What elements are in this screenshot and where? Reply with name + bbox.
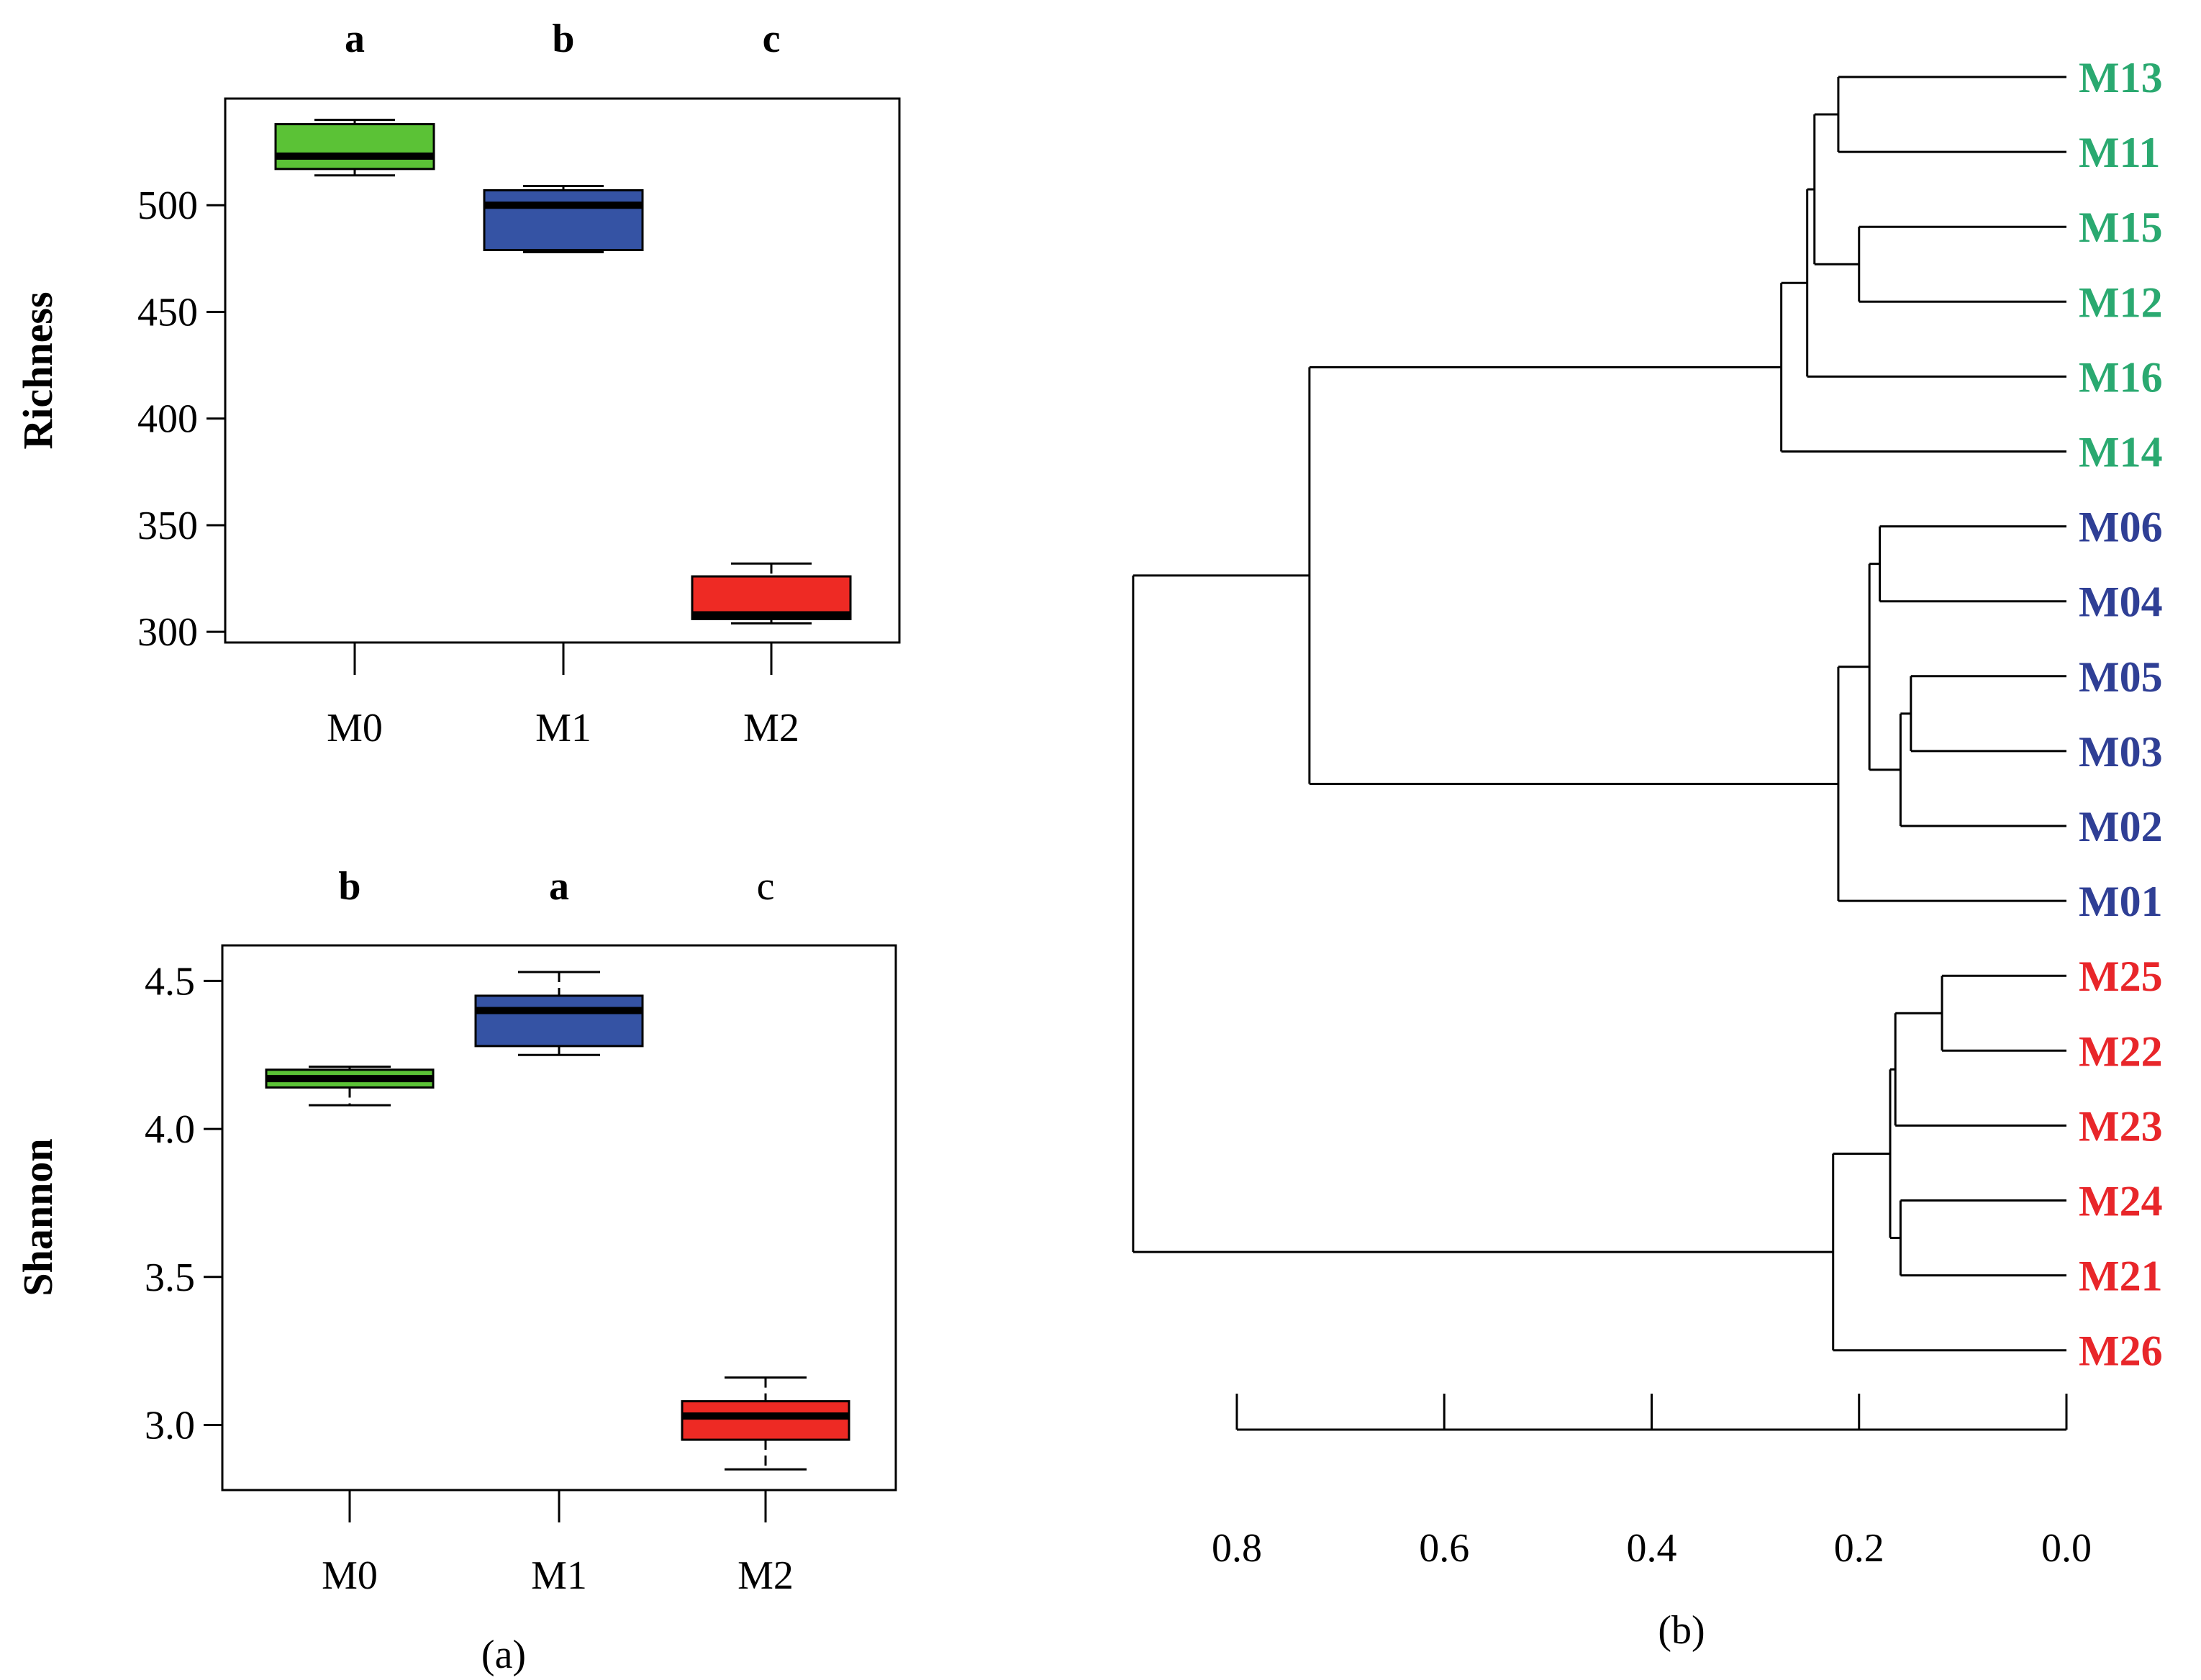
- leaf-label-m16: M16: [2079, 353, 2163, 401]
- box-m2: [681, 1376, 850, 1471]
- shannon-boxplot-panel: 3.0 3.5 4.0 4.5 M0 M1 M2 b a c Shannon: [14, 864, 897, 1598]
- box-m2: [691, 562, 852, 625]
- leaf-label-m02: M02: [2079, 803, 2163, 850]
- leaf-label-m06: M06: [2079, 504, 2163, 551]
- shannon-x-axis: M0 M1 M2: [322, 1490, 794, 1598]
- y-tick-label: 4.5: [145, 959, 195, 1004]
- x-tick-label: 0.0: [2041, 1526, 2092, 1571]
- x-tick-label: 0.8: [1212, 1526, 1262, 1571]
- richness-significance-letters: a b c: [345, 17, 780, 61]
- dendrogram-merge: [1780, 281, 2066, 453]
- dendrogram-merge: [1308, 365, 1838, 785]
- dendrogram-leaf-labels: M13M11M15M12M16M14M06M04M05M03M02M01M25M…: [2079, 54, 2163, 1375]
- box-m0: [265, 1066, 435, 1107]
- caption-a: (a): [481, 1633, 526, 1677]
- significance-letter: b: [338, 864, 360, 909]
- leaf-label-m05: M05: [2079, 653, 2163, 701]
- leaf-label-m26: M26: [2079, 1327, 2163, 1375]
- y-tick-label: 350: [137, 504, 198, 548]
- x-category-label: M1: [535, 706, 591, 750]
- shannon-boxes: [265, 971, 850, 1471]
- richness-boxplot-panel: 300 350 400 450 500 M0 M1 M2 a b c Richness: [14, 17, 901, 750]
- leaf-label-m13: M13: [2079, 54, 2163, 101]
- dendrogram-merge: [1132, 574, 1833, 1253]
- dendrogram-merge: [1806, 188, 2066, 378]
- dendrogram-merge: [1858, 225, 2066, 303]
- box-iqr: [681, 1400, 850, 1441]
- box-m0: [274, 119, 435, 177]
- dendrogram-merge: [1899, 712, 2066, 827]
- leaf-label-m14: M14: [2079, 429, 2163, 476]
- significance-letter: c: [757, 864, 775, 909]
- box-m1: [474, 971, 644, 1056]
- richness-y-axis-label: Richness: [14, 291, 61, 449]
- leaf-label-m24: M24: [2079, 1178, 2163, 1225]
- y-tick-label: 500: [137, 183, 198, 228]
- significance-letter: c: [763, 17, 781, 61]
- y-tick-label: 3.5: [145, 1256, 195, 1300]
- dendrogram-merge: [1868, 563, 1901, 771]
- dendrogram-merge: [1879, 525, 2066, 603]
- box-m1: [483, 185, 644, 253]
- dendrogram-merge: [1837, 666, 2066, 902]
- dendrogram-merge: [1910, 675, 2066, 753]
- dendrogram-merge: [1894, 1012, 2066, 1127]
- dendrogram-merge: [1837, 76, 2066, 153]
- leaf-label-m22: M22: [2079, 1027, 2163, 1075]
- richness-y-axis: 300 350 400 450 500: [137, 183, 227, 655]
- y-tick-label: 3.0: [145, 1403, 195, 1448]
- dendrogram-merge: [1832, 1152, 2066, 1352]
- x-category-label: M0: [327, 706, 383, 750]
- shannon-y-axis: 3.0 3.5 4.0 4.5: [145, 959, 224, 1448]
- leaf-label-m11: M11: [2079, 129, 2160, 176]
- y-tick-label: 400: [137, 397, 198, 442]
- leaf-label-m12: M12: [2079, 278, 2163, 326]
- significance-letter: a: [549, 864, 569, 909]
- significance-letter: b: [552, 17, 574, 61]
- box-iqr: [483, 189, 644, 251]
- dendrogram-distance-axis: 0.8 0.6 0.4 0.2 0.0: [1212, 1394, 2092, 1571]
- box-iqr: [274, 123, 435, 171]
- leaf-label-m21: M21: [2079, 1253, 2163, 1300]
- dendrogram-merge: [1941, 974, 2066, 1052]
- leaf-label-m25: M25: [2079, 953, 2163, 1000]
- leaf-label-m15: M15: [2079, 204, 2163, 251]
- leaf-label-m01: M01: [2079, 878, 2163, 925]
- dendrogram-branches: [1132, 76, 2066, 1352]
- y-tick-label: 4.0: [145, 1107, 195, 1152]
- leaf-label-m23: M23: [2079, 1102, 2163, 1150]
- shannon-y-axis-label: Shannon: [14, 1138, 61, 1296]
- x-category-label: M0: [322, 1553, 378, 1598]
- dendrogram-merge: [1899, 1199, 2066, 1277]
- richness-boxes: [274, 119, 852, 625]
- x-category-label: M2: [738, 1553, 794, 1598]
- y-tick-label: 300: [137, 610, 198, 655]
- leaf-label-m04: M04: [2079, 578, 2163, 626]
- significance-letter: a: [345, 17, 365, 61]
- leaf-label-m03: M03: [2079, 728, 2163, 776]
- x-category-label: M1: [531, 1553, 587, 1598]
- cluster-dendrogram: M13M11M15M12M16M14M06M04M05M03M02M01M25M…: [1132, 54, 2163, 1571]
- dendrogram-merge: [1813, 113, 1859, 265]
- box-iqr: [474, 994, 644, 1048]
- x-category-label: M2: [743, 706, 799, 750]
- x-tick-label: 0.2: [1834, 1526, 1884, 1571]
- caption-b: (b): [1658, 1608, 1705, 1653]
- richness-x-axis: M0 M1 M2: [327, 643, 799, 750]
- x-tick-label: 0.6: [1419, 1526, 1469, 1571]
- x-tick-label: 0.4: [1627, 1526, 1677, 1571]
- richness-plot-frame: [224, 97, 901, 644]
- y-tick-label: 450: [137, 290, 198, 335]
